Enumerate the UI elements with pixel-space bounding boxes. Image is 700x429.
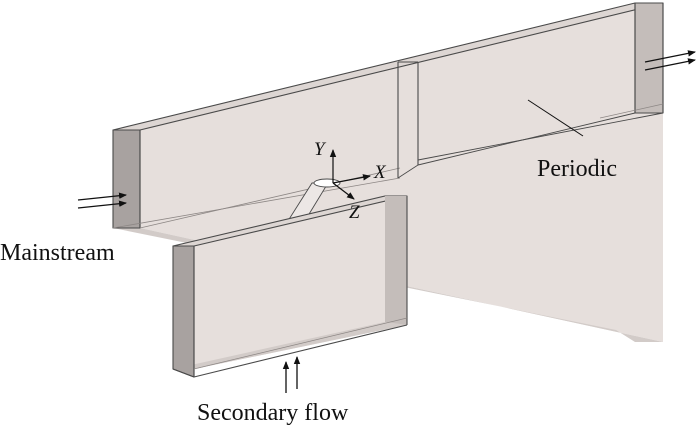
periodic-leader-line: [527, 99, 584, 137]
periodic-label: Periodic: [537, 156, 617, 182]
main-channel-outlet-face: [634, 2, 664, 114]
x-axis-label: X: [373, 162, 387, 183]
secondary-plenum: [172, 195, 408, 378]
mainstream-label: Mainstream: [0, 240, 115, 266]
outlet-arrows: [644, 50, 696, 71]
plenum-floor: [173, 322, 407, 369]
mainstream-inlet-arrows: [77, 192, 127, 209]
main-channel-inlet-face: [112, 129, 141, 229]
z-axis-arrow: [332, 182, 355, 200]
main-channel-back-wall: [140, 3, 663, 342]
secondary-inlet-arrows: [282, 356, 301, 393]
z-axis-label: Z: [349, 202, 360, 223]
y-axis-label: Y: [314, 139, 327, 160]
coordinate-axes: [329, 149, 371, 200]
plenum-right-face: [385, 196, 407, 325]
plenum-left-face: [172, 245, 195, 378]
secondary-flow-label: Secondary flow: [197, 400, 349, 426]
plenum-back-wall: [194, 196, 407, 369]
main-channel: [112, 2, 664, 342]
x-axis-arrow: [332, 174, 371, 184]
